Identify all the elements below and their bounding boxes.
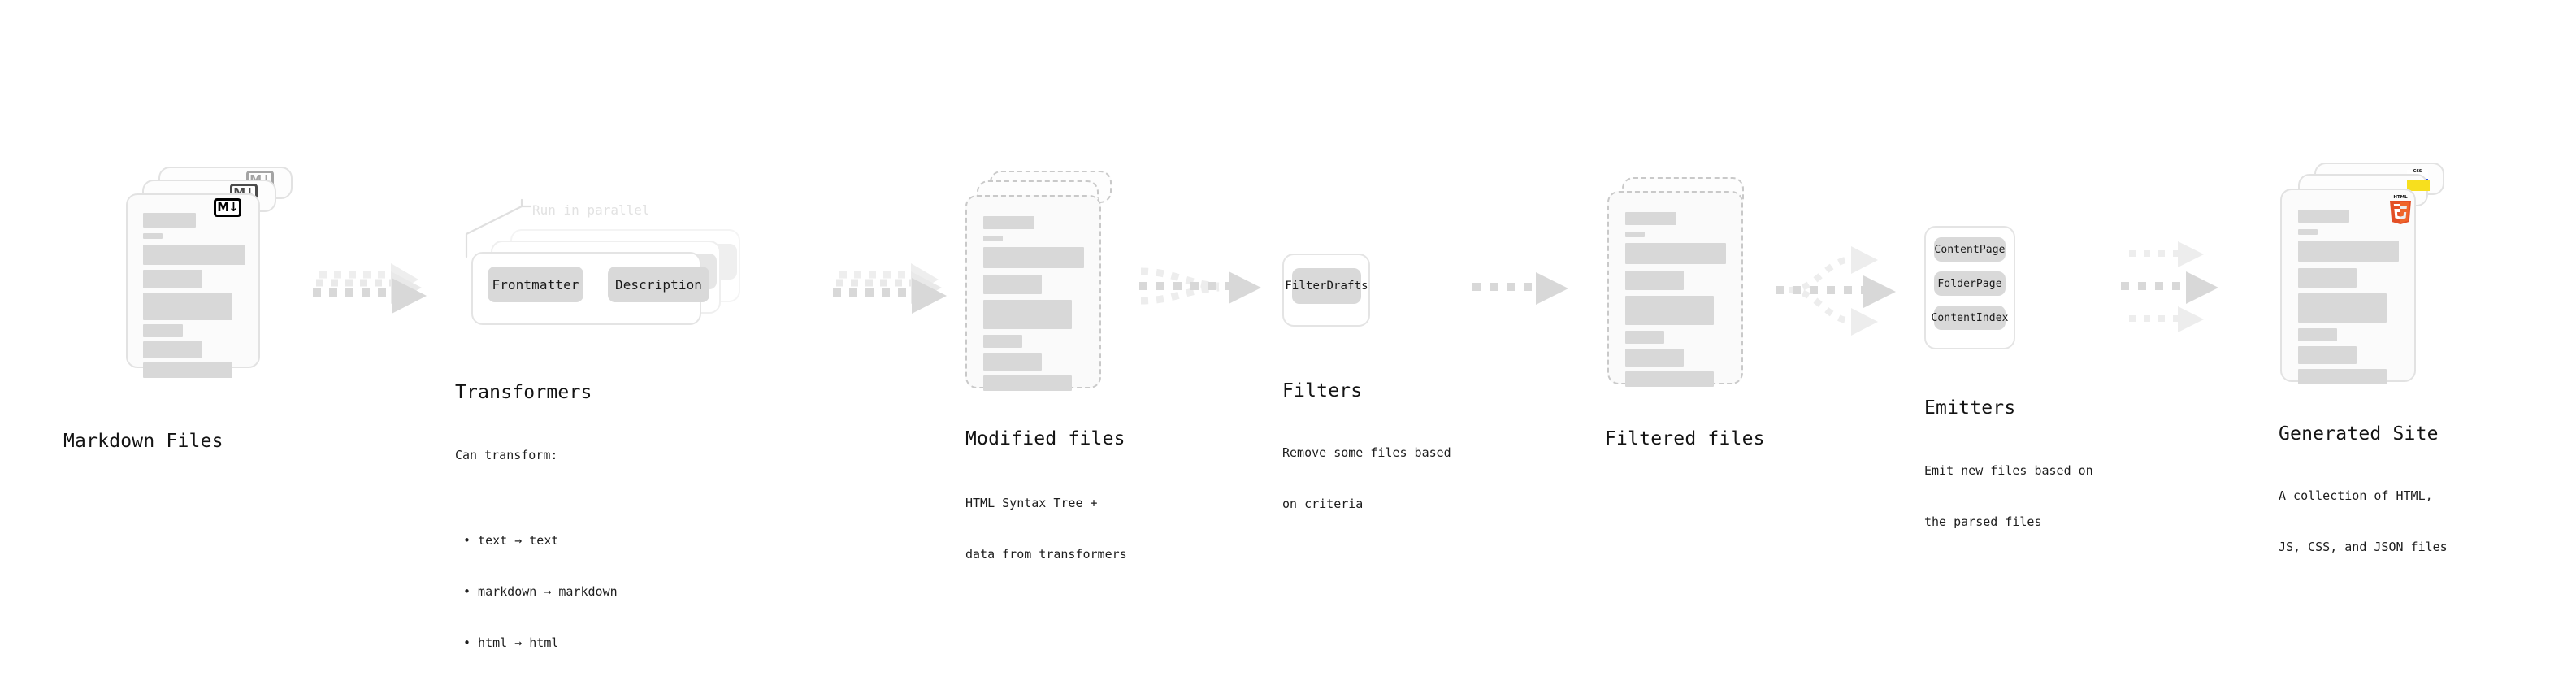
skeleton-bar (983, 236, 1003, 241)
skeleton-bar (2298, 346, 2357, 364)
bullet-markdown-to-markdown: • markdown → markdown (463, 584, 618, 599)
skeleton-bar (1625, 271, 1684, 290)
filters-title: Filters (1282, 380, 1363, 401)
skeleton-bar (983, 216, 1034, 229)
skeleton-bar (2298, 268, 2357, 288)
skeleton-bar (2298, 369, 2387, 384)
filters-subtitle: Remove some files based on criteria (1282, 410, 1451, 547)
skeleton-bar (1625, 371, 1714, 387)
transformers-subtitle: Can transform: • text → text • markdown … (455, 413, 618, 681)
emitters-subtitle: Emit new files based on the parsed files (1924, 428, 2093, 565)
chip-description[interactable]: Description (608, 267, 709, 302)
emitters-sub-line2: the parsed files (1924, 514, 2042, 529)
skeleton-bar (143, 341, 202, 358)
skeleton-bar (2298, 241, 2399, 262)
transformers-title: Transformers (455, 382, 592, 403)
generated-site-subtitle: A collection of HTML, JS, CSS, and JSON … (2279, 453, 2448, 590)
modified-files-sub-line2: data from transformers (965, 547, 1127, 562)
arrow-icon (1139, 267, 1261, 305)
arrow-icon (833, 263, 947, 314)
skeleton-bar (1625, 243, 1726, 264)
skeleton-bar (143, 270, 202, 288)
skeleton-bar (983, 335, 1022, 348)
transform-bullet-list: • text → text • markdown → markdown • ht… (455, 498, 618, 681)
arrow-icon (313, 263, 427, 314)
arrow-modified-to-filters (1138, 254, 1276, 331)
skeleton-bar (983, 353, 1042, 371)
markdown-icon: M↓ (214, 198, 241, 217)
skeleton-bar (1625, 331, 1664, 344)
generated-site-title: Generated Site (2279, 423, 2439, 445)
modified-files-sub-line1: HTML Syntax Tree + (965, 496, 1098, 510)
chip-folderpage[interactable]: FolderPage (1934, 271, 2006, 296)
skeleton-bar (2298, 293, 2387, 323)
arrow-icon (2121, 241, 2218, 332)
skeleton-bar (2298, 229, 2318, 235)
skeleton-bar (983, 275, 1042, 294)
skeleton-bar (1625, 232, 1645, 237)
skeleton-bar (143, 213, 196, 228)
skeleton-bar (983, 247, 1084, 268)
js-icon (2407, 180, 2430, 191)
emitters-title: Emitters (1924, 397, 2016, 419)
arrow-markdown-to-transformers (313, 260, 431, 325)
html5-icon: HTML (2387, 193, 2413, 224)
filters-sub-line2: on criteria (1282, 497, 1364, 511)
generated-site-sub-line1: A collection of HTML, (2279, 488, 2433, 503)
bullet-html-to-html: • html → html (463, 635, 559, 650)
skeleton-bar (983, 375, 1072, 391)
html5-shield-icon: HTML (2390, 195, 2411, 224)
svg-text:HTML: HTML (2393, 195, 2408, 200)
skeleton-bar (983, 300, 1072, 329)
skeleton-bar (1625, 212, 1676, 225)
modified-file-front (965, 195, 1101, 391)
bullet-text-to-text: • text → text (463, 533, 559, 548)
modified-files-subtitle: HTML Syntax Tree + data from transformer… (965, 461, 1127, 597)
skeleton-bar (2298, 210, 2349, 223)
chip-contentindex[interactable]: ContentIndex (1931, 306, 2008, 330)
skeleton-bar (143, 362, 232, 378)
run-in-parallel-leader (463, 195, 553, 260)
generated-site-sub-line2: JS, CSS, and JSON files (2279, 540, 2448, 554)
filters-sub-line1: Remove some files based (1282, 445, 1451, 460)
skeleton-bar (143, 293, 232, 320)
run-in-parallel-label: Run in parallel (532, 202, 650, 218)
emitters-sub-line1: Emit new files based on (1924, 463, 2093, 478)
markdown-files-title: Markdown Files (63, 431, 223, 452)
filtered-files-title: Filtered files (1605, 428, 1765, 449)
skeleton-bar (1625, 349, 1684, 367)
can-transform-heading: Can transform: (455, 448, 558, 462)
arrow-emitters-to-site (2121, 236, 2243, 341)
modified-files-title: Modified files (965, 428, 1125, 449)
skeleton-bar (143, 233, 163, 239)
filtered-file-front (1607, 191, 1743, 387)
skeleton-bar (2298, 328, 2337, 341)
arrow-transformers-to-modified (833, 260, 951, 325)
skeleton-bar (143, 324, 183, 337)
arrow-icon (1776, 246, 1896, 336)
arrow-filtered-to-emitters (1776, 240, 1922, 345)
markdown-file-front (126, 193, 260, 378)
chip-filterdrafts[interactable]: FilterDrafts (1285, 268, 1368, 304)
leader-line-icon (465, 198, 532, 258)
chip-contentpage[interactable]: ContentPage (1934, 237, 2006, 262)
arrow-icon (1472, 272, 1568, 305)
arrow-filters-to-filtered (1472, 270, 1578, 314)
skeleton-bar (1625, 296, 1714, 325)
chip-frontmatter[interactable]: Frontmatter (488, 267, 583, 302)
skeleton-bar (143, 245, 245, 265)
